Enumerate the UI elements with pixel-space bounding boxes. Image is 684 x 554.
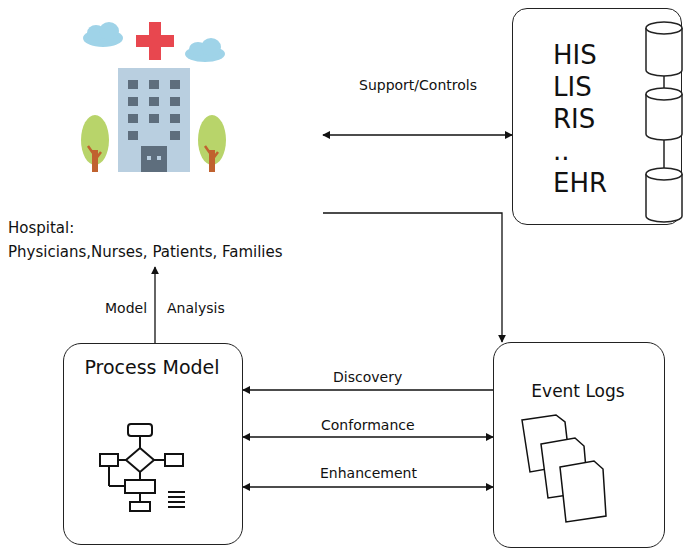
log-documents-icon — [522, 415, 606, 522]
edge-label: Support/Controls — [356, 77, 480, 93]
connector-arrow — [154, 267, 155, 343]
hospital-icon — [81, 22, 226, 172]
event-logs-box: Event Logs — [493, 342, 665, 548]
connector-arrow — [323, 134, 512, 135]
edge-label: Discovery — [330, 369, 405, 385]
system-list: HIS LIS RIS .. EHR — [553, 39, 607, 199]
edge-label: Enhancement — [317, 465, 420, 481]
connector-arrow — [243, 436, 493, 437]
edge-label: Conformance — [318, 417, 418, 433]
systems-box: HIS LIS RIS .. EHR — [512, 8, 682, 225]
node-title: Process Model — [84, 356, 219, 378]
connector-arrow — [243, 389, 493, 390]
connector-arrow — [323, 213, 502, 342]
process-model-box: Process Model — [63, 343, 243, 545]
arrow-label: Model — [102, 300, 150, 316]
node-body: Physicians,Nurses, Patients, Families — [8, 243, 283, 261]
connector-arrow — [243, 486, 493, 487]
doc-lines-icon — [168, 492, 185, 507]
hospital-node: Hospital: Physicians,Nurses, Patients, Fa… — [5, 12, 323, 267]
node-heading: Hospital: — [8, 219, 74, 237]
node-title: Event Logs — [531, 381, 624, 401]
arrow-label: Analysis — [164, 300, 228, 316]
